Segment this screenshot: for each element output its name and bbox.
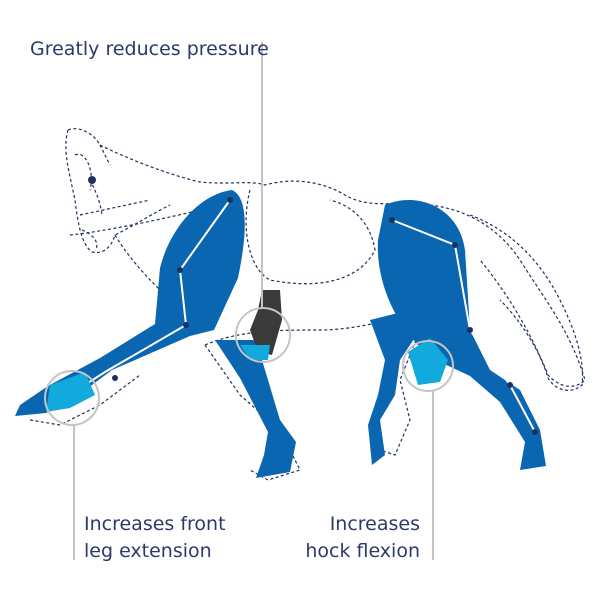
front-leg-highlight-circle <box>44 370 100 426</box>
hock-highlight <box>408 338 448 385</box>
hock-highlight-circle <box>402 340 454 392</box>
joint <box>452 242 458 248</box>
horse-body-outline <box>65 128 586 387</box>
front-leg-label-line1: Increases front <box>84 513 226 535</box>
joint <box>467 327 473 333</box>
front-leg-supporting <box>215 340 296 478</box>
front-leg-label-line2: leg extension <box>84 540 212 562</box>
pressure-label: Greatly reduces pressure <box>30 38 269 60</box>
hind-leg-near <box>377 200 546 470</box>
girth-buckle <box>250 290 282 355</box>
eye-icon <box>88 176 96 184</box>
joint <box>507 382 513 388</box>
front-leg-extended <box>15 190 245 416</box>
head-detail <box>74 153 98 251</box>
hind-leg-far <box>368 310 420 465</box>
joint <box>389 217 395 223</box>
hock-label-line1: Increases <box>329 513 420 535</box>
joint <box>112 375 118 381</box>
far-legs-outline <box>29 329 421 481</box>
joint <box>183 322 189 328</box>
tail-outline <box>469 214 584 391</box>
front-leg-label: Increases front leg extension <box>84 511 226 565</box>
front-hoof-highlight <box>46 372 95 412</box>
joint <box>227 197 233 203</box>
joint <box>177 267 183 273</box>
joint <box>532 429 538 435</box>
hock-label-line2: hock flexion <box>305 540 420 562</box>
hock-label: Increases hock flexion <box>305 511 420 565</box>
